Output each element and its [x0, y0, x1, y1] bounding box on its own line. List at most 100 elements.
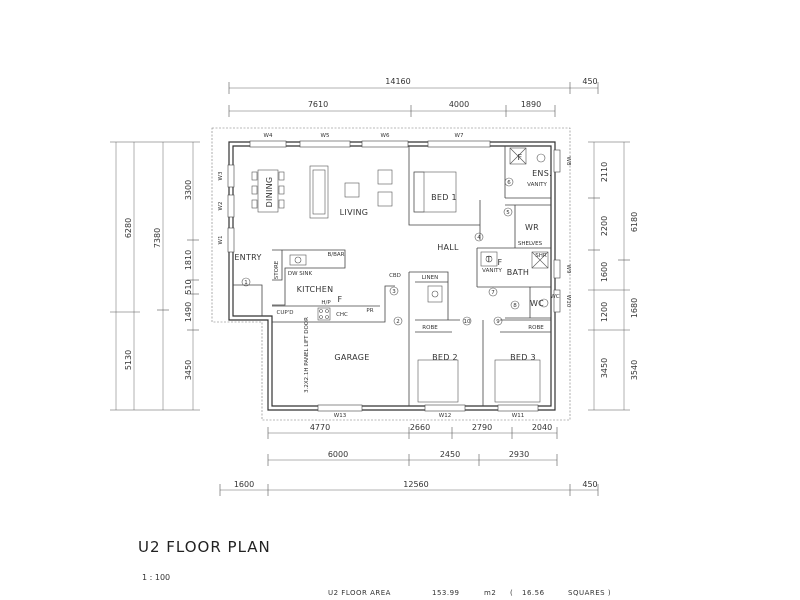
dim-left-s3: 510 — [184, 279, 193, 294]
internal-walls — [233, 146, 551, 406]
floor-area-squares: 16.56 — [522, 589, 545, 597]
floor-area-unit: m2 — [484, 589, 496, 597]
eave-outline — [211, 127, 571, 421]
room-label-hp: H/P — [321, 300, 331, 306]
room-label-wc-2: WC — [550, 294, 559, 300]
room-label-bed-1: BED 1 — [431, 193, 457, 202]
room-label-entry: ENTRY — [234, 253, 261, 262]
dim-left-s2: 1810 — [184, 250, 193, 270]
vanity-bath — [480, 251, 498, 267]
plan-scale: 1 : 100 — [142, 573, 170, 582]
window-label-w11: W11 — [512, 413, 524, 419]
bottom-dimensions: 4770 2660 2790 2040 6000 2450 2930 1600 … — [219, 423, 599, 496]
toilet-wc — [539, 298, 549, 308]
dim-bottom-2c: 2930 — [509, 450, 529, 459]
floor-area-value: 153.99 — [432, 589, 460, 597]
floor-area-open-paren: ( — [510, 589, 513, 597]
dining-table — [257, 169, 279, 213]
room-label-robe-3: ROBE — [528, 325, 544, 331]
furniture — [251, 147, 549, 403]
dim-left-s1: 3300 — [184, 180, 193, 200]
door-marker-3: 3 — [392, 289, 396, 295]
plan-title: U2 FLOOR PLAN — [138, 538, 271, 556]
dim-top-overall: 14160 — [385, 77, 410, 86]
armchair — [377, 169, 393, 185]
dim-right-outer-1: 6180 — [630, 212, 639, 232]
window-label-w3: W3 — [218, 171, 224, 180]
door-marker-4: 4 — [477, 235, 481, 241]
dim-right-outer-2: 1680 — [630, 298, 639, 318]
dim-right-2: 2200 — [600, 216, 609, 236]
dim-bottom-1c: 2790 — [472, 423, 492, 432]
left-dimensions: 6280 5130 7380 3300 1810 510 1490 3450 — [110, 141, 200, 411]
room-label-bed-2: BED 2 — [432, 353, 458, 362]
room-label-living: LIVING — [340, 208, 369, 217]
window-label-w13: W13 — [334, 413, 347, 419]
dim-top-1: 7610 — [308, 100, 328, 109]
door-markers: 1 2 3 4 5 6 7 8 9 10 — [241, 177, 520, 326]
room-label-pr: PR — [366, 308, 373, 314]
window-label-w6: W6 — [381, 133, 390, 139]
dim-bottom-1a: 4770 — [310, 423, 330, 432]
window-label-w9: W9 — [565, 265, 571, 274]
dim-right-3: 1600 — [600, 262, 609, 282]
room-label-vanity-bath: VANITY — [482, 268, 502, 274]
dim-top-2: 4000 — [449, 100, 469, 109]
door-marker-8: 8 — [513, 303, 517, 309]
window-label-w12: W12 — [439, 413, 451, 419]
room-label-cupd: CUP'D — [277, 310, 294, 316]
room-label-f2: F — [498, 258, 503, 267]
room-label-cbd: CBD — [389, 273, 401, 279]
door-marker-10: 10 — [464, 319, 471, 325]
floor-area-footer: U2 FLOOR AREA 153.99 m2 ( 16.56 SQUARES … — [328, 589, 611, 597]
door-marker-1: 1 — [244, 280, 248, 286]
shower-bath — [531, 251, 549, 269]
dim-bottom-left: 1600 — [234, 480, 254, 489]
room-label-ens: ENS. — [532, 169, 552, 178]
dim-bottom-1b: 2660 — [410, 423, 430, 432]
room-label-wir: WR — [525, 223, 539, 232]
dim-bottom-1d: 2040 — [532, 423, 552, 432]
door-marker-6: 6 — [507, 180, 511, 186]
dim-top-eave: 450 — [582, 77, 597, 86]
room-label-shelves: SHELVES — [518, 241, 543, 247]
sink-kitchen — [289, 254, 307, 266]
room-label-bath: BATH — [507, 268, 529, 277]
dim-left-mid: 7380 — [153, 228, 162, 248]
room-label-f3: F — [518, 153, 523, 162]
floor-area-label: U2 FLOOR AREA — [328, 589, 391, 597]
room-label-kitchen: KITCHEN — [297, 285, 334, 294]
dim-left-outer-1: 6280 — [124, 218, 133, 238]
window-label-w2: W2 — [218, 202, 224, 211]
dim-bottom-overall: 12560 — [403, 480, 428, 489]
shower-ens — [509, 147, 527, 165]
door-marker-2: 2 — [396, 319, 400, 325]
windows: W4 W5 W6 W7 W3 W2 W1 W8 W9 W10 W11 W12 W… — [218, 133, 571, 419]
right-dimensions: 2110 2200 1600 1200 3450 6180 1680 3540 — [588, 141, 639, 411]
room-label-bbar: B/BAR — [328, 252, 345, 258]
dim-left-s5: 3450 — [184, 360, 193, 380]
room-label-wc: WC — [530, 299, 544, 308]
door-marker-9: 9 — [496, 319, 500, 325]
laundry-tub — [427, 285, 443, 303]
dim-right-4: 1200 — [600, 302, 609, 322]
dim-left-s4: 1490 — [184, 302, 193, 322]
bed-1 — [413, 171, 457, 213]
room-label-dining: DINING — [265, 177, 274, 208]
room-label-shr: SHR — [535, 253, 547, 259]
window-label-w4: W4 — [264, 133, 273, 139]
dim-right-1: 2110 — [600, 162, 609, 182]
coffee-table — [344, 182, 360, 198]
dim-bottom-eave: 450 — [582, 480, 597, 489]
sofa — [309, 165, 329, 219]
outer-walls — [228, 141, 556, 411]
cooktop — [317, 307, 331, 321]
window-label-w10: W10 — [565, 295, 571, 308]
window-label-w1: W1 — [218, 236, 224, 245]
top-dimensions: 14160 450 7610 4000 1890 — [228, 77, 599, 117]
bed-3 — [494, 359, 541, 403]
room-label-linen: LINEN — [422, 275, 438, 281]
room-label-f1: F — [338, 295, 343, 304]
room-label-vanity-ens: VANITY — [527, 182, 547, 188]
